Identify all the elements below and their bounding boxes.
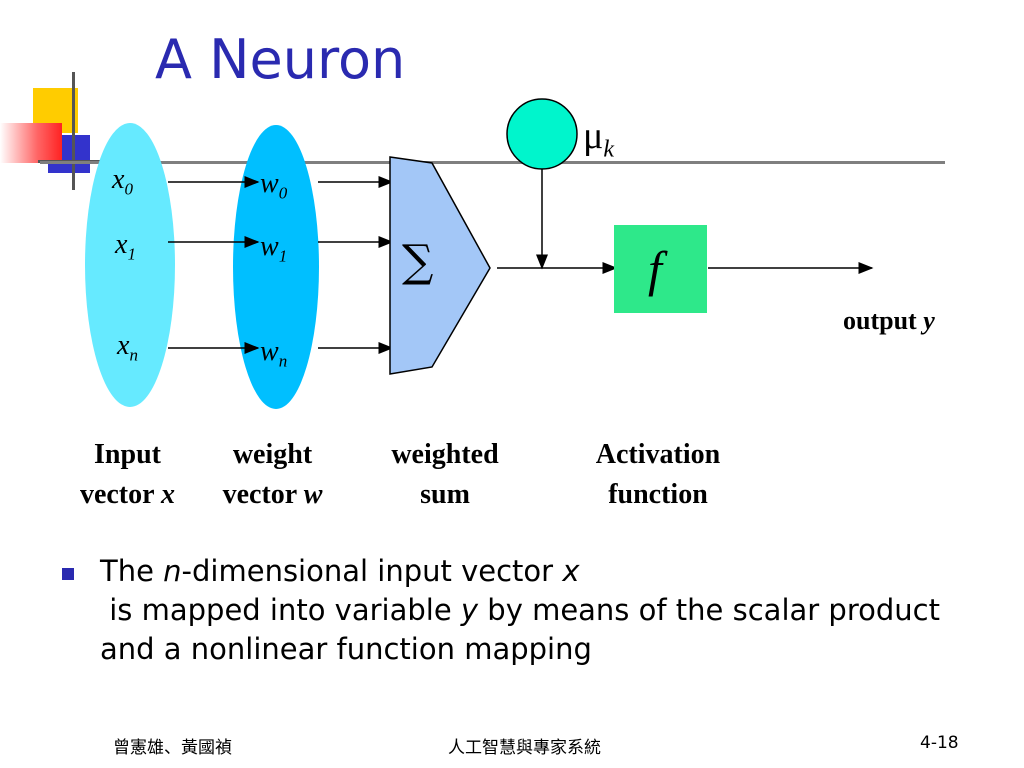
activation-function-box: [614, 225, 707, 313]
bias-circle: [506, 98, 578, 170]
sum-symbol: ∑: [402, 236, 434, 287]
input-label-xn: xn: [117, 330, 138, 365]
activation-symbol: f: [648, 241, 662, 297]
output-label: output y: [843, 306, 935, 335]
weight-vector-ellipse: [233, 125, 319, 409]
caption-weighted-sum: weighted sum: [391, 439, 499, 510]
caption-activation-function: Activation function: [595, 439, 721, 510]
title-rule: [40, 161, 945, 164]
decorative-corner-graphic: [0, 60, 120, 200]
input-label-x0: x0: [112, 164, 133, 199]
bullet-text: The n-dimensional input vector x is mapp…: [100, 554, 950, 666]
weighted-sum-block: [389, 156, 491, 375]
weight-label-w0: w0: [260, 168, 288, 203]
input-vector-ellipse: [85, 123, 175, 407]
footer-course: 人工智慧與專家系統: [448, 738, 601, 758]
caption-input-vector: Input vector x: [79, 439, 176, 510]
bias-label: μk: [583, 115, 615, 163]
footer-authors: 曾憲雄、黃國禎: [113, 738, 232, 758]
input-label-x1: x1: [115, 229, 136, 264]
caption-weight-vector: weight vector w: [222, 439, 323, 510]
weight-label-w1: w1: [260, 231, 288, 266]
slide-title: A Neuron: [155, 28, 406, 91]
bullet-square-icon: [62, 568, 74, 580]
weight-label-wn: wn: [260, 336, 288, 371]
footer-page-number: 4-18: [920, 733, 959, 753]
